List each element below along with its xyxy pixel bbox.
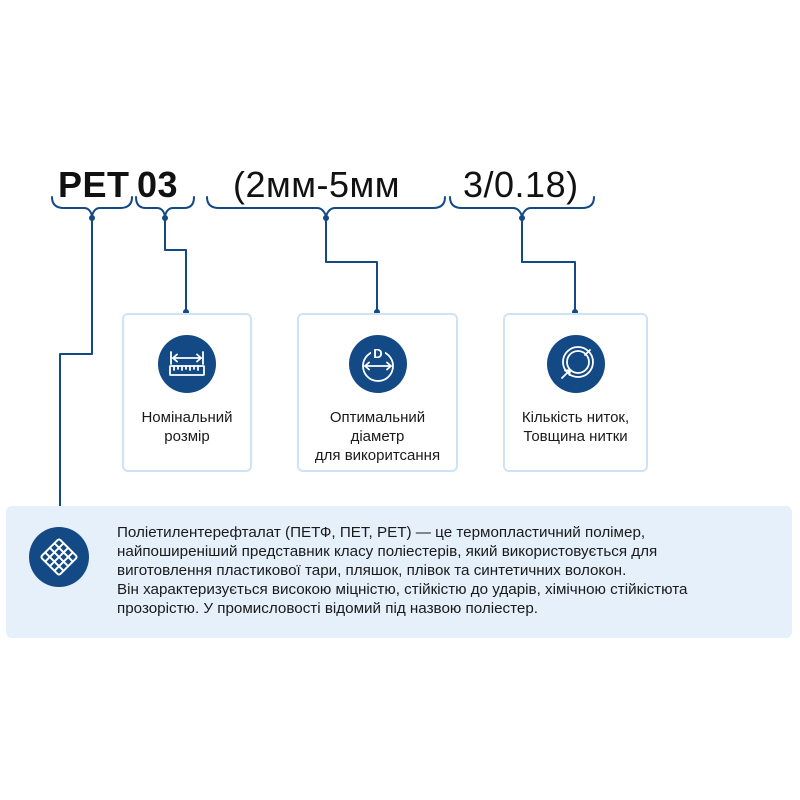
spec-diameter: (2мм-5мм (233, 164, 401, 205)
spec-threads: 3/0.18) (463, 164, 579, 205)
connector-diameter (325, 217, 378, 314)
card-nominal-size: Номінальний розмір (122, 313, 252, 472)
spec-size: 03 (137, 164, 179, 205)
spec-material: PET (58, 164, 130, 205)
diameter-letter: D (373, 346, 382, 361)
card-label: Номінальний розмір (141, 409, 233, 445)
product-spec: PET 03 (2мм-5мм 3/0.18) (0, 160, 800, 210)
connector-size (164, 217, 187, 314)
card-optimal-diameter: D Оптимальний діаметр для викоритсання (297, 313, 458, 472)
diameter-icon: D (348, 335, 407, 393)
material-description: Поліетилентерефталат (ПЕТФ, ПЕТ, PET) — … (6, 506, 792, 638)
ruler-icon (158, 335, 216, 393)
card-label: Кількість ниток, Товщина нитки (521, 409, 630, 445)
card-thread-count: Кількість ниток, Товщина нитки (503, 313, 648, 472)
description-text: Поліетилентерефталат (ПЕТФ, ПЕТ, PET) — … (117, 524, 688, 617)
woven-fabric-icon (29, 527, 89, 587)
card-label: Оптимальний діаметр для викоритсання (314, 409, 441, 464)
connector-threads (521, 217, 576, 314)
connector-material (59, 217, 93, 511)
thread-thickness-icon (546, 335, 605, 393)
